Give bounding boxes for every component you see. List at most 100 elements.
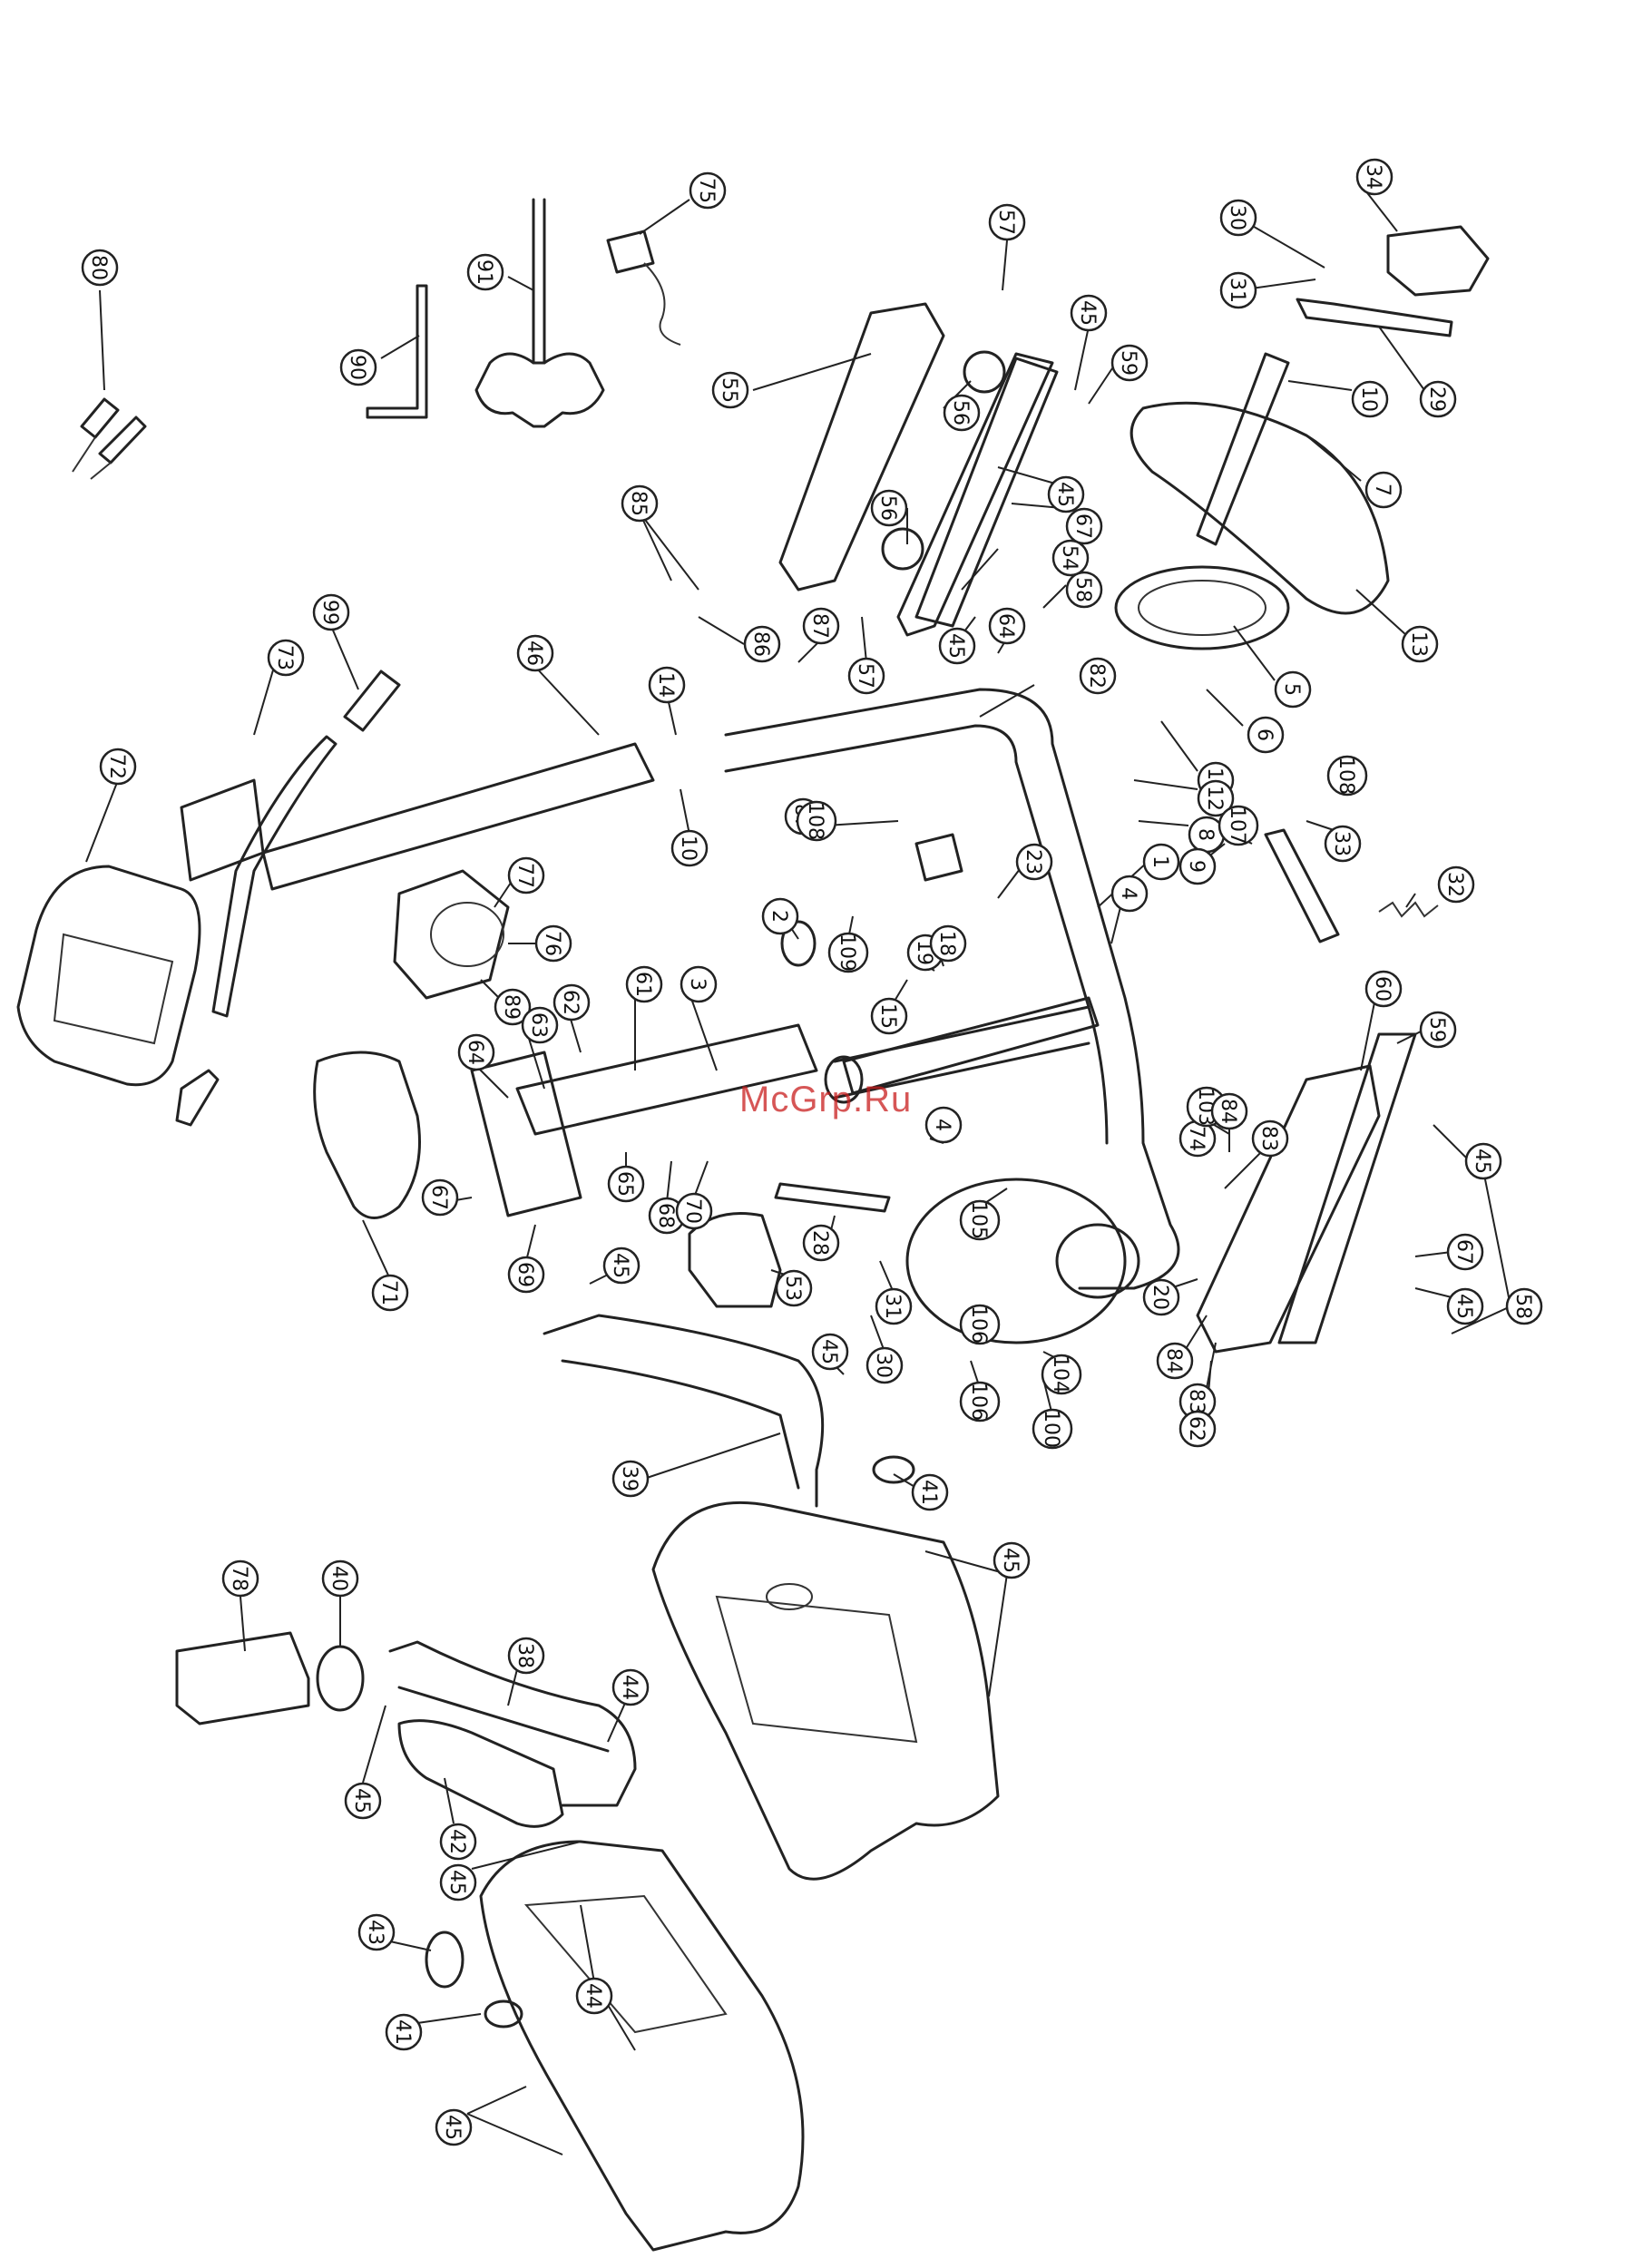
callout-circle xyxy=(988,607,1026,645)
callout-number: 57 xyxy=(994,210,1017,235)
callout-circle xyxy=(924,1106,963,1144)
callout-106: 106 xyxy=(959,1304,1001,1345)
callout-number: 59 xyxy=(1425,1017,1448,1042)
callout-circle xyxy=(611,1668,650,1706)
part-95-grip xyxy=(175,1069,220,1127)
callout-circle xyxy=(988,203,1026,241)
callout-circle xyxy=(534,924,572,963)
callout-number: 38 xyxy=(513,1643,536,1668)
callout-55: 55 xyxy=(711,371,749,409)
callout-23: 23 xyxy=(1015,843,1053,881)
callout-86: 86 xyxy=(743,625,781,663)
part-71-seat xyxy=(313,1051,421,1219)
callout-number: 99 xyxy=(318,600,341,625)
callout-circle xyxy=(516,634,554,672)
callout-circle xyxy=(1355,158,1394,196)
callout-circle xyxy=(711,371,749,409)
callout-number: 59 xyxy=(1117,350,1139,376)
callout-58: 58 xyxy=(1505,1287,1543,1325)
callout-31: 31 xyxy=(875,1287,913,1325)
callout-circle xyxy=(457,1033,495,1071)
callout-number: 45 xyxy=(817,1339,840,1364)
part-61-seat-slider xyxy=(470,1023,818,1217)
callout-circle xyxy=(385,2013,423,2051)
callout-circle xyxy=(959,1304,1001,1345)
callout-circle xyxy=(507,1256,545,1294)
callout-67: 67 xyxy=(1446,1233,1484,1271)
callout-number: 33 xyxy=(1330,831,1353,856)
callout-number: 109 xyxy=(836,934,858,972)
callout-circle xyxy=(621,484,659,523)
callout-circle xyxy=(648,666,686,704)
callout-83: 83 xyxy=(1251,1119,1289,1158)
callout-number: 57 xyxy=(854,663,876,689)
callout-number: 45 xyxy=(944,633,967,659)
callout-number: 7 xyxy=(1371,484,1394,496)
callout-76: 76 xyxy=(534,924,572,963)
callout-number: 80 xyxy=(87,255,110,280)
callout-number: 45 xyxy=(350,1788,373,1813)
callout-78: 78 xyxy=(221,1559,259,1598)
callout-circle xyxy=(680,965,718,1003)
callout-number: 2 xyxy=(768,910,790,923)
callout-30: 30 xyxy=(1219,199,1257,237)
callout-82: 82 xyxy=(1079,657,1117,695)
callout-9: 9 xyxy=(1178,847,1217,885)
part-73-bracket xyxy=(180,778,265,882)
callout-circle xyxy=(796,800,837,842)
callout-circle xyxy=(802,607,840,645)
callout-90: 90 xyxy=(339,348,377,386)
callout-circle xyxy=(1364,970,1403,1008)
callout-number: 4 xyxy=(1117,887,1139,900)
callout-circle xyxy=(1178,847,1217,885)
callout-circle xyxy=(1219,199,1257,237)
callout-3: 3 xyxy=(680,965,718,1003)
callout-circle xyxy=(267,639,305,677)
callout-number: 60 xyxy=(1371,976,1394,1002)
callout-30: 30 xyxy=(866,1346,904,1384)
callout-number: 44 xyxy=(618,1675,641,1700)
callout-18: 18 xyxy=(929,924,967,963)
callout-number: 76 xyxy=(541,931,563,956)
callout-number: 87 xyxy=(808,613,831,639)
callout-5: 5 xyxy=(1274,670,1312,709)
callout-62: 62 xyxy=(1178,1410,1217,1448)
callout-89: 89 xyxy=(494,988,532,1026)
callout-circle xyxy=(1110,344,1149,382)
callout-44: 44 xyxy=(575,1977,613,2015)
callout-number: 5 xyxy=(1280,683,1303,696)
callout-circle xyxy=(943,394,981,432)
callout-circle xyxy=(743,625,781,663)
callout-62: 62 xyxy=(553,983,591,1022)
callout-45: 45 xyxy=(602,1246,641,1285)
callout-44: 44 xyxy=(611,1668,650,1706)
callout-circle xyxy=(1015,843,1053,881)
callout-45: 45 xyxy=(938,627,976,665)
callout-number: 67 xyxy=(1452,1239,1475,1265)
callout-85: 85 xyxy=(621,484,659,523)
callout-circle xyxy=(689,171,727,210)
callout-45: 45 xyxy=(439,1863,477,1901)
callout-73: 73 xyxy=(267,639,305,677)
callout-29: 29 xyxy=(1419,380,1457,418)
callout-circle xyxy=(1324,825,1362,863)
part-43-ring xyxy=(425,1931,465,1989)
callout-number: 68 xyxy=(654,1203,677,1228)
part-39-front-shroud xyxy=(543,1314,825,1508)
part-76-77-holder xyxy=(393,869,510,1000)
callout-circle xyxy=(1079,657,1117,695)
callout-40: 40 xyxy=(321,1559,359,1598)
callout-number: 45 xyxy=(441,2115,464,2140)
callout-45: 45 xyxy=(1070,294,1108,332)
callout-circle xyxy=(1219,271,1257,309)
callout-number: 74 xyxy=(1185,1126,1208,1151)
callout-32: 32 xyxy=(1437,865,1475,904)
callout-number: 8 xyxy=(1194,828,1217,841)
callout-circle xyxy=(507,856,545,894)
callout-number: 106 xyxy=(967,1383,990,1421)
callout-14: 14 xyxy=(648,666,686,704)
callout-number: 78 xyxy=(228,1566,250,1591)
callout-circle xyxy=(339,348,377,386)
callout-circle xyxy=(1274,670,1312,709)
callout-number: 73 xyxy=(273,645,296,670)
